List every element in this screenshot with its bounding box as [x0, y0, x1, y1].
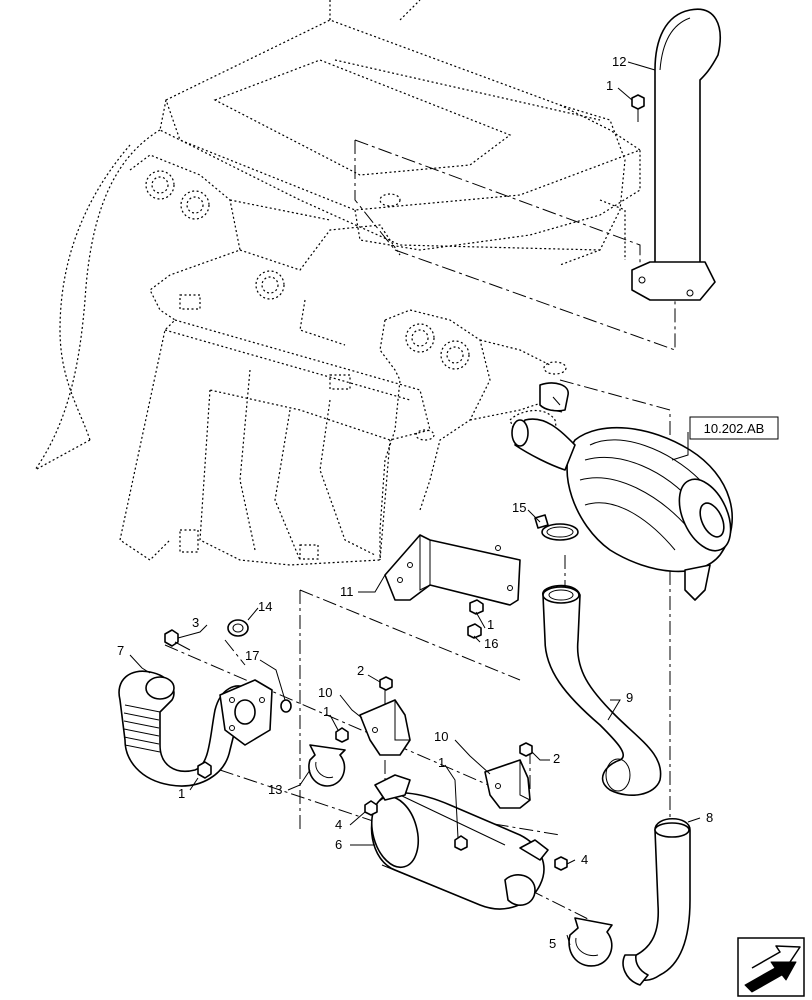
- leader-lines: [129, 61, 701, 946]
- callout-1: 1: [323, 704, 330, 719]
- muffler-bracket-right: [484, 759, 531, 809]
- flange-plug: [280, 699, 292, 713]
- callout-8: 8: [706, 810, 713, 825]
- muffler-bracket-left: [359, 699, 411, 756]
- intake-hose-clamp: [534, 514, 579, 541]
- callout-1: 1: [487, 617, 494, 632]
- callout-14: 14: [258, 599, 272, 614]
- callout-11: 11: [340, 584, 354, 599]
- callout-10: 10: [434, 729, 448, 744]
- callout-17: 17: [245, 648, 259, 663]
- callout-2: 2: [553, 751, 560, 766]
- chassis-frame: [34, 0, 642, 566]
- callout-2: 2: [357, 663, 364, 678]
- flange-bolt: [164, 629, 191, 651]
- next-page-arrow-icon[interactable]: [737, 937, 805, 997]
- stack-bolt: [631, 94, 645, 122]
- reference-label: 10.202.AB: [704, 421, 765, 436]
- intake-hose: [542, 584, 662, 796]
- callout-1: 1: [178, 786, 185, 801]
- exhaust-stack: [631, 8, 721, 301]
- pipe-clamp-5: [568, 917, 613, 967]
- air-cleaner-bracket: [384, 534, 521, 606]
- bracket-nut: [467, 623, 482, 639]
- exhaust-pipe: [118, 670, 273, 787]
- callout-15: 15: [512, 500, 526, 515]
- callout-4: 4: [335, 817, 342, 832]
- callout-3: 3: [192, 615, 199, 630]
- pipe-clamp-13: [308, 744, 346, 787]
- callout-1: 1: [438, 755, 445, 770]
- muffler: [370, 774, 549, 910]
- callout-10: 10: [318, 685, 332, 700]
- flange-clamp: [227, 619, 249, 637]
- callout-16: 16: [484, 636, 498, 651]
- air-cleaner-assembly: [511, 382, 734, 601]
- callout-12: 12: [612, 54, 626, 69]
- callout-7: 7: [117, 643, 124, 658]
- reference-box[interactable]: 10.202.AB: [689, 416, 779, 440]
- callout-13: 13: [268, 782, 282, 797]
- callout-4: 4: [581, 852, 588, 867]
- air-cleaner-mount-bolt: [551, 396, 563, 413]
- lower-intake-hose: [622, 818, 691, 986]
- callout-labels: 12 1 15 11 1 16 3 14 7 17 2 10 1 9 10 1 …: [117, 54, 713, 951]
- bracket-bolt: [469, 599, 484, 615]
- muffler-nuts: [364, 800, 568, 871]
- callout-6: 6: [335, 837, 342, 852]
- pipe-bolt: [197, 761, 212, 779]
- callout-1: 1: [606, 78, 613, 93]
- callout-9: 9: [626, 690, 633, 705]
- bracket-bolts-mid: [335, 676, 533, 851]
- callout-5: 5: [549, 936, 556, 951]
